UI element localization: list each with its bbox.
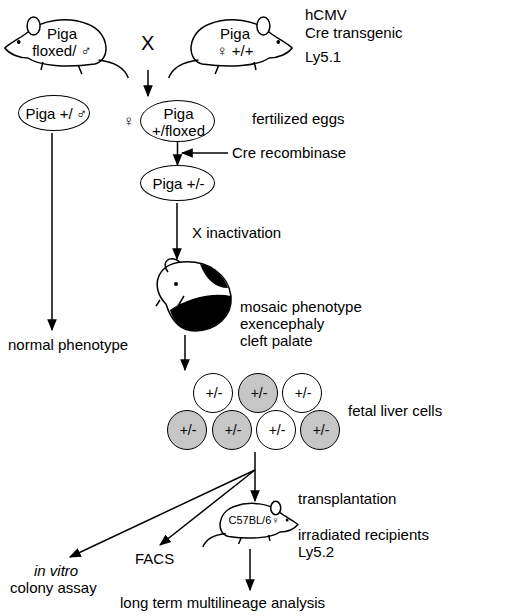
- parent-mouse: Piga floxed/ ♂: [2, 2, 132, 82]
- mouse-body: [5, 20, 106, 66]
- egg-oval: Piga +/♂: [18, 95, 90, 131]
- egg-oval: Piga +/-: [140, 165, 215, 201]
- mouse-ear: [271, 501, 281, 515]
- assay-label: FACS: [135, 550, 174, 567]
- node-text: +/-: [194, 385, 234, 401]
- liver-cell: +/-: [193, 373, 233, 413]
- node-text: +/-: [257, 422, 297, 438]
- node-text: Piga +/floxed: [141, 105, 216, 140]
- stage-label: fertilized eggs: [252, 110, 345, 127]
- step-label: X inactivation: [192, 224, 281, 241]
- phenotype-label: mosaic phenotype: [240, 298, 362, 315]
- strain-label: Cre transgenic: [305, 24, 403, 41]
- assay-label: in vitro: [34, 562, 78, 579]
- embryo-outline: [157, 262, 231, 331]
- liver-cell: +/-: [167, 410, 207, 450]
- analysis-label: long term multilineage analysis: [120, 594, 325, 611]
- step-label: Cre recombinase: [232, 144, 346, 161]
- mouse-ear: [257, 17, 270, 35]
- node-text: +/-: [239, 385, 279, 401]
- node-text: +/-: [301, 422, 341, 438]
- analysis-arrow: [249, 549, 251, 590]
- embryo-limb: [156, 296, 184, 306]
- phenotype-arrow: [51, 133, 53, 330]
- mouse-tail: [203, 534, 226, 548]
- inactivation-arrow: [176, 203, 178, 259]
- mosaic-embryo: [156, 259, 231, 331]
- mosaic-patch: [200, 264, 228, 288]
- exencephaly-bulge: [165, 259, 180, 272]
- mosaic-patch: [170, 295, 231, 331]
- parent-mouse: Piga ♀ +/+: [165, 2, 295, 82]
- mouse-feet: [215, 62, 256, 74]
- mouse-tail: [99, 60, 129, 78]
- liver-cell: +/-: [282, 373, 322, 413]
- node-text: ♀: [123, 112, 134, 129]
- mouse-feet: [41, 62, 82, 74]
- result-label: normal phenotype: [8, 336, 128, 353]
- node-text: ♂: [76, 105, 87, 122]
- cre-arrow: [182, 152, 228, 154]
- egg-oval: ♀Piga +/floxed: [140, 100, 215, 142]
- harvest-arrow: [184, 335, 186, 370]
- cross-arrow: [147, 70, 149, 96]
- step-label: transplantation: [298, 490, 396, 507]
- node-text: +/-: [168, 422, 208, 438]
- cross-symbol: X: [141, 32, 154, 55]
- node-text: Piga ♀ +/+: [213, 25, 257, 60]
- connector-arrow: [177, 142, 179, 165]
- mouse-eye: [17, 40, 21, 44]
- mouse-body: [220, 503, 298, 538]
- strain-label: Ly5.1: [305, 48, 341, 65]
- mouse-tail: [169, 60, 199, 78]
- mouse-body: [191, 20, 292, 66]
- node-text: +/-: [213, 422, 253, 438]
- node-text: Piga floxed/ ♂: [29, 25, 95, 60]
- node-text: C57BL/6♀: [221, 514, 287, 527]
- split-stem: [254, 452, 256, 470]
- mouse-ear: [27, 17, 40, 35]
- liver-cell: +/-: [300, 410, 340, 450]
- node-text: +/-: [283, 385, 323, 401]
- mouse-figure: [5, 17, 128, 78]
- recipient-mouse: C57BL/6♀: [200, 490, 300, 550]
- strain-label: hCMV: [305, 6, 347, 23]
- mouse-eye: [286, 519, 289, 522]
- phenotype-label: cleft palate: [240, 332, 313, 349]
- embryo-eye: [174, 282, 178, 286]
- stage-label: fetal liver cells: [348, 402, 442, 419]
- liver-cell: +/-: [238, 373, 278, 413]
- assay-label: colony assay: [10, 579, 97, 596]
- transplant-arrow: [254, 470, 256, 501]
- mouse-eye: [276, 40, 280, 44]
- mouse-figure: [169, 17, 293, 78]
- recipient-label: irradiated recipients Ly5.2: [298, 526, 438, 561]
- liver-cell: +/-: [256, 410, 296, 450]
- mouse-figure: [203, 501, 298, 547]
- liver-cell: +/-: [212, 410, 252, 450]
- mouse-feet: [239, 535, 270, 544]
- node-text: Piga +/: [19, 105, 79, 122]
- phenotype-label: exencephaly: [240, 315, 324, 332]
- node-text: Piga +/-: [141, 175, 216, 192]
